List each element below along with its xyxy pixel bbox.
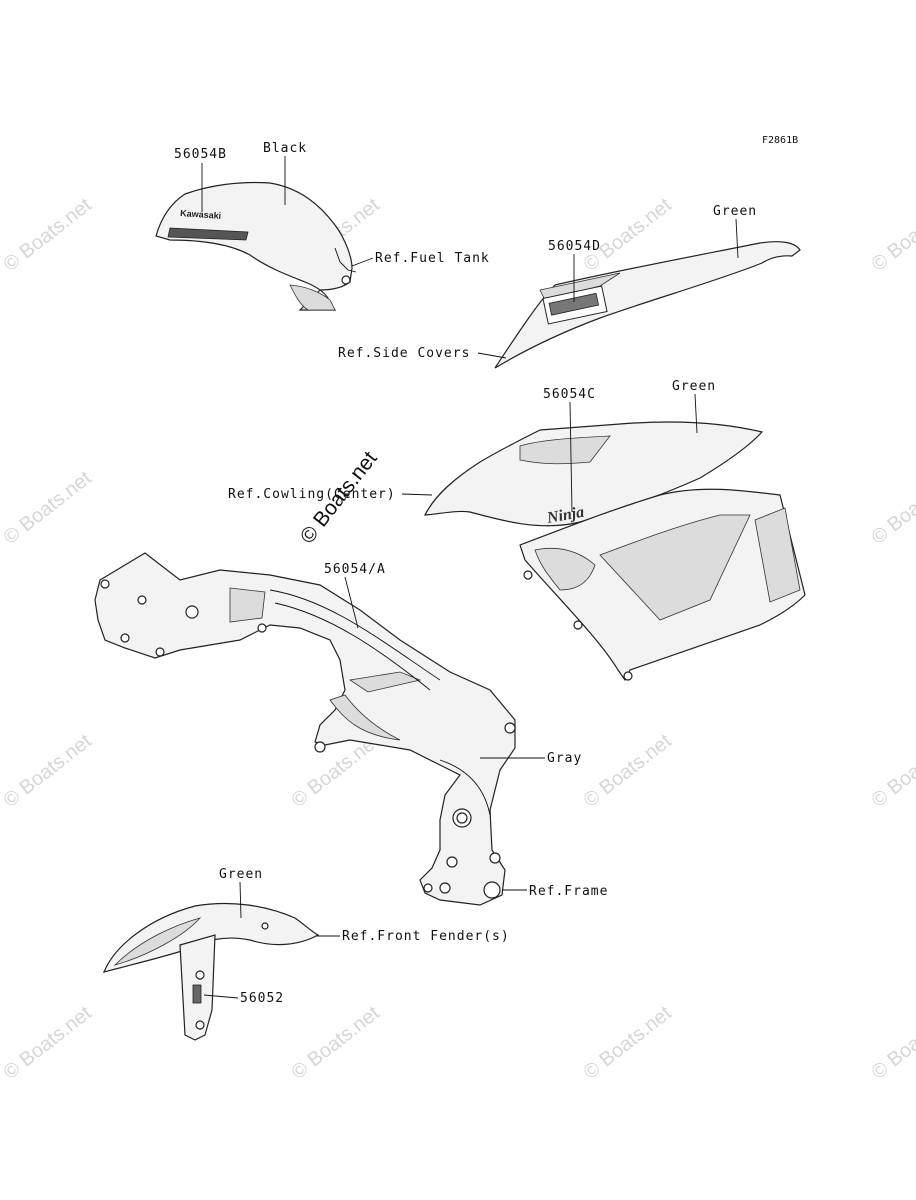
side-cover-illustration [494, 241, 801, 369]
watermark: © Boats.net [580, 1002, 676, 1084]
watermark: © Boats.net [868, 194, 916, 276]
watermark: © Boats.net [580, 730, 676, 812]
side-part-number: 56054D [548, 239, 601, 254]
watermark: © Boats.net [868, 730, 916, 812]
front-fender-ref: Ref.Front Fender(s) [342, 929, 510, 944]
side-covers-ref: Ref.Side Covers [338, 346, 470, 361]
frame-illustration [94, 552, 516, 906]
cowling-illustration: Ninja [423, 421, 806, 682]
fuel-tank-illustration: Kawasaki [155, 181, 357, 311]
watermark: © Boats.net [288, 1002, 384, 1084]
ninja-logo-text: Ninja [545, 504, 586, 527]
cowl-color-label: Green [672, 379, 716, 394]
watermark: © Boats.net [0, 467, 96, 549]
watermark: © Boats.net [0, 730, 96, 812]
watermark: © Boats.net [868, 467, 916, 549]
fender-part-number: 56052 [240, 991, 284, 1006]
watermark: © Boats.net [0, 1002, 96, 1084]
cowl-part-number: 56054C [543, 387, 596, 402]
watermark: © Boats.net [868, 1002, 916, 1084]
cowling-ref: Ref.Cowling(Center) [228, 487, 396, 502]
fuel-tank-ref: Ref.Fuel Tank [375, 251, 490, 266]
frame-ref: Ref.Frame [529, 884, 608, 899]
frame-part-number: 56054/A [324, 562, 386, 577]
figure-code: F2861B [762, 135, 798, 146]
fender-color-label: Green [219, 867, 263, 882]
tank-color-label: Black [263, 141, 307, 156]
frame-color-label: Gray [547, 751, 582, 766]
kawasaki-logo-text: Kawasaki [180, 208, 222, 221]
watermark: © Boats.net [0, 194, 96, 276]
tank-part-number: 56054B [174, 147, 227, 162]
front-fender-illustration [102, 902, 320, 1041]
side-color-label: Green [713, 204, 757, 219]
